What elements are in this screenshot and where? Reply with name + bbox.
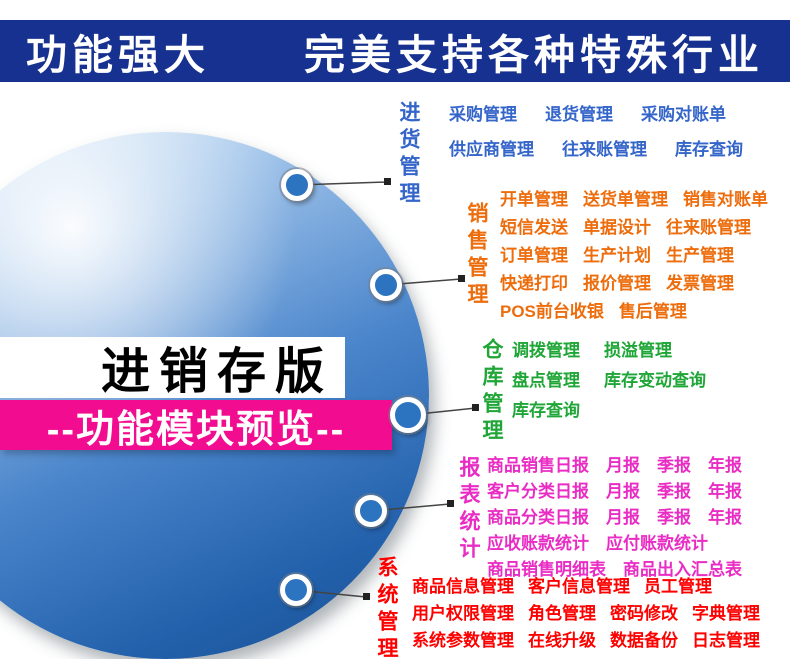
product-title-band: 进销存版 bbox=[0, 337, 345, 399]
module-preview-ribbon: --功能模块预览-- bbox=[0, 400, 392, 451]
timeline-node-purchase bbox=[281, 169, 313, 201]
banner-left-text: 功能强大 bbox=[26, 32, 210, 78]
connector-anchor-purchase bbox=[384, 178, 391, 185]
connector-anchor-report bbox=[447, 500, 454, 507]
timeline-node-sales bbox=[370, 269, 402, 301]
timeline-node-warehouse bbox=[390, 397, 426, 433]
banner-right-text: 完美支持各种特殊行业 bbox=[304, 32, 764, 78]
top-banner: 功能强大 完美支持各种特殊行业 bbox=[0, 20, 790, 82]
connector-anchor-sales bbox=[458, 275, 465, 282]
connector-anchor-warehouse bbox=[472, 404, 479, 411]
timeline-node-report bbox=[355, 495, 387, 527]
connector-anchor-system bbox=[363, 593, 370, 600]
timeline-node-system bbox=[280, 574, 312, 606]
